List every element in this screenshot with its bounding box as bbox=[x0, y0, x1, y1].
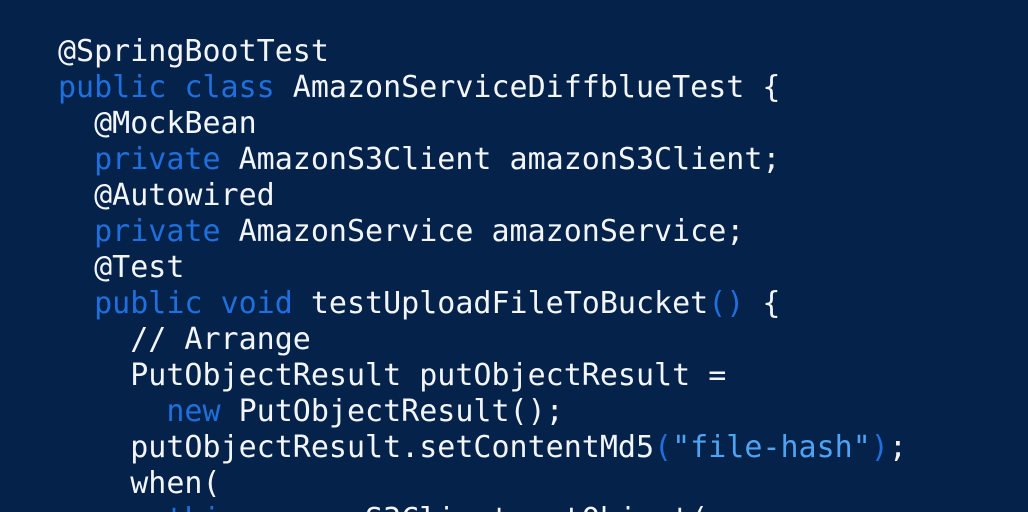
code-token-plain: PutObjectResult putObjectResult = bbox=[130, 358, 727, 393]
code-token-plain: AmazonS3Client amazonS3Client; bbox=[220, 142, 781, 177]
code-token-str: "file-hash" bbox=[672, 430, 871, 465]
code-line: when( bbox=[58, 466, 907, 502]
code-line: @Test bbox=[58, 250, 907, 286]
code-token-plain: AmazonServiceDiffblueTest { bbox=[274, 70, 781, 105]
code-token-kw: void bbox=[220, 286, 293, 321]
code-token-kw: class bbox=[184, 70, 275, 105]
code-indent bbox=[58, 430, 130, 465]
code-indent bbox=[58, 466, 130, 501]
code-indent bbox=[58, 394, 166, 429]
code-token-kw: public bbox=[94, 286, 203, 321]
code-line: public void testUploadFileToBucket() { bbox=[58, 286, 907, 322]
code-token-plain: PutObjectResult(); bbox=[220, 394, 564, 429]
code-token-anno: @SpringBootTest bbox=[58, 34, 329, 69]
code-token-plain: .amazonS3Client.putObject( bbox=[239, 502, 709, 512]
code-token-kw: this bbox=[166, 502, 238, 512]
code-token-punct: ) bbox=[870, 430, 889, 465]
code-indent bbox=[58, 250, 94, 285]
code-line: private AmazonS3Client amazonS3Client; bbox=[58, 142, 907, 178]
code-indent bbox=[58, 358, 130, 393]
code-indent bbox=[58, 142, 94, 177]
code-token-plain: ; bbox=[888, 430, 907, 465]
code-indent bbox=[58, 178, 94, 213]
code-line: PutObjectResult putObjectResult = bbox=[58, 358, 907, 394]
code-line: @SpringBootTest bbox=[58, 34, 907, 70]
code-token-kw: public bbox=[58, 70, 167, 105]
code-line: @Autowired bbox=[58, 178, 907, 214]
code-indent bbox=[58, 502, 166, 512]
code-token-kw: private bbox=[94, 214, 221, 249]
code-indent bbox=[58, 106, 94, 141]
code-line: this.amazonS3Client.putObject( bbox=[58, 502, 907, 512]
code-token-kw: private bbox=[94, 142, 221, 177]
code-indent bbox=[58, 214, 94, 249]
code-token-plain: testUploadFileToBucket bbox=[292, 286, 709, 321]
code-line: private AmazonService amazonService; bbox=[58, 214, 907, 250]
code-indent bbox=[58, 286, 94, 321]
code-line: putObjectResult.setContentMd5("file-hash… bbox=[58, 430, 907, 466]
code-line: // Arrange bbox=[58, 322, 907, 358]
code-token-plain: putObjectResult.setContentMd5 bbox=[130, 430, 655, 465]
code-token-plain: AmazonService amazonService; bbox=[220, 214, 745, 249]
code-token-anno: @MockBean bbox=[94, 106, 257, 141]
code-token-punct: ( bbox=[654, 430, 673, 465]
code-token-anno: @Test bbox=[94, 250, 185, 285]
code-token-punct: () bbox=[708, 286, 745, 321]
code-token-plain: when( bbox=[130, 466, 221, 501]
code-line: @MockBean bbox=[58, 106, 907, 142]
code-token-plain bbox=[203, 286, 221, 321]
code-indent bbox=[58, 322, 130, 357]
code-token-anno: @Autowired bbox=[94, 178, 275, 213]
code-token-plain: { bbox=[744, 286, 781, 321]
code-token-comment: // Arrange bbox=[130, 322, 311, 357]
code-token-kw: new bbox=[166, 394, 221, 429]
code-line: new PutObjectResult(); bbox=[58, 394, 907, 430]
code-token-plain bbox=[166, 70, 184, 105]
code-line: public class AmazonServiceDiffblueTest { bbox=[58, 70, 907, 106]
